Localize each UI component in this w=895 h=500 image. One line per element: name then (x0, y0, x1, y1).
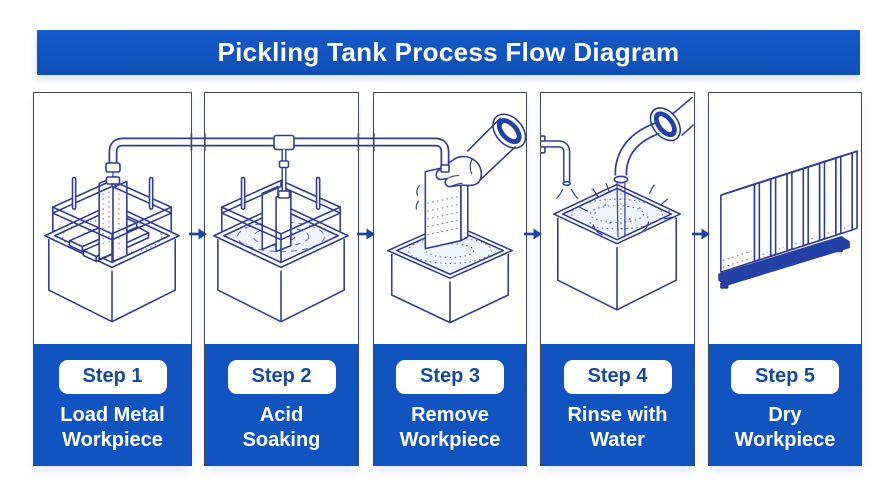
arrow-right-icon (189, 228, 207, 240)
step-footer-5: Step 5 Dry Workpiece (709, 344, 861, 465)
step-label-1: Load Metal Workpiece (34, 403, 191, 453)
step-badge-4: Step 4 (563, 360, 672, 394)
acid-soaking-illustration (205, 93, 358, 343)
page-title: Pickling Tank Process Flow Diagram (217, 37, 680, 67)
step-panel-1: Step 1 Load Metal Workpiece (33, 92, 192, 466)
step-label-3: Remove Workpiece (374, 403, 526, 453)
step-badge-1: Step 1 (58, 360, 167, 394)
step-footer-2: Step 2 Acid Soaking (205, 344, 358, 465)
step-label-5-line1: Dry (768, 404, 802, 426)
remove-workpiece-illustration (374, 93, 526, 343)
step-label-4: Rinse with Water (541, 403, 694, 453)
step-label-2-line2: Soaking (242, 429, 321, 451)
step-label-2: Acid Soaking (205, 403, 358, 453)
step-label-4-line2: Water (590, 429, 645, 451)
step-panel-3: Step 3 Remove Workpiece (373, 92, 527, 466)
rinse-with-water-illustration (541, 93, 694, 343)
step-badge-5: Step 5 (731, 360, 839, 394)
step-label-4-line1: Rinse with (567, 404, 668, 426)
step-footer-4: Step 4 Rinse with Water (541, 344, 694, 465)
step-label-1-line1: Load Metal (60, 404, 165, 426)
arrow-right-icon (357, 228, 375, 240)
step-panel-4: Step 4 Rinse with Water (540, 92, 695, 466)
title-bar: Pickling Tank Process Flow Diagram (37, 30, 860, 75)
step-panel-2: Step 2 Acid Soaking (204, 92, 359, 466)
step-label-5: Dry Workpiece (709, 403, 861, 453)
step-footer-1: Step 1 Load Metal Workpiece (34, 344, 191, 465)
step-panel-5: Step 5 Dry Workpiece (708, 92, 862, 466)
step-label-5-line2: Workpiece (734, 429, 836, 451)
step-footer-3: Step 3 Remove Workpiece (374, 344, 526, 465)
step-label-1-line2: Workpiece (62, 429, 163, 451)
dry-workpiece-rack-illustration (709, 93, 861, 343)
step-badge-2: Step 2 (227, 360, 336, 394)
arrow-right-icon (524, 228, 542, 240)
step-label-2-line1: Acid (259, 404, 304, 426)
step-label-3-line2: Workpiece (399, 429, 501, 451)
step-badge-3: Step 3 (396, 360, 504, 394)
step-label-3-line1: Remove (411, 404, 489, 426)
load-metal-workpiece-illustration (34, 93, 191, 343)
arrow-right-icon (692, 228, 710, 240)
